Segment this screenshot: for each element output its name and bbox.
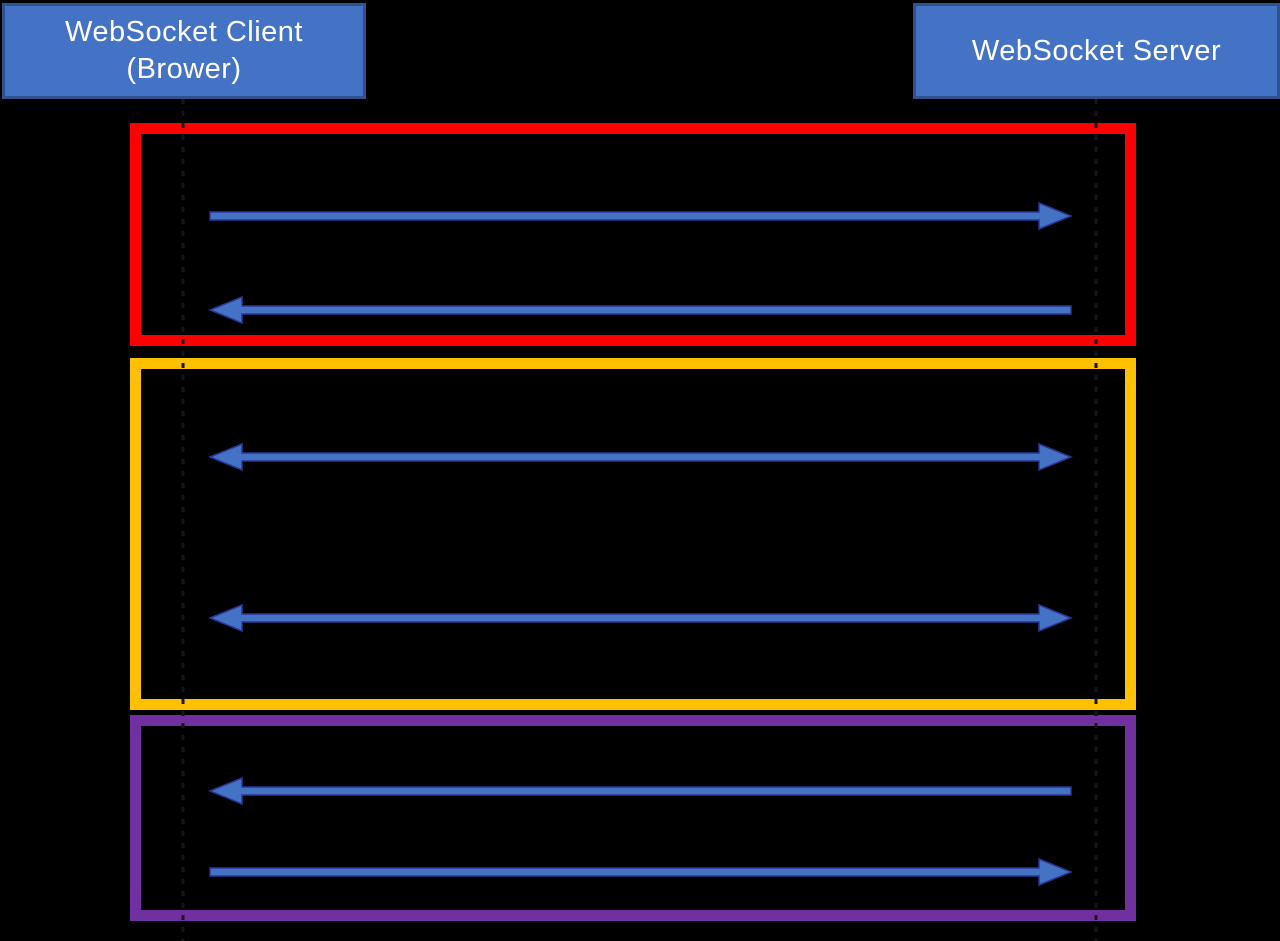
server-label: WebSocket Server bbox=[971, 34, 1222, 67]
red-phase-box bbox=[130, 123, 1136, 346]
client-label-line2: (Brower) bbox=[126, 53, 242, 85]
yellow-phase-box bbox=[130, 358, 1136, 710]
websocket-server-box: WebSocket Server bbox=[913, 3, 1280, 99]
purple-phase-box bbox=[130, 715, 1136, 921]
client-label-line1: WebSocket Client bbox=[65, 16, 303, 48]
websocket-client-box: WebSocket Client (Brower) bbox=[2, 3, 366, 99]
